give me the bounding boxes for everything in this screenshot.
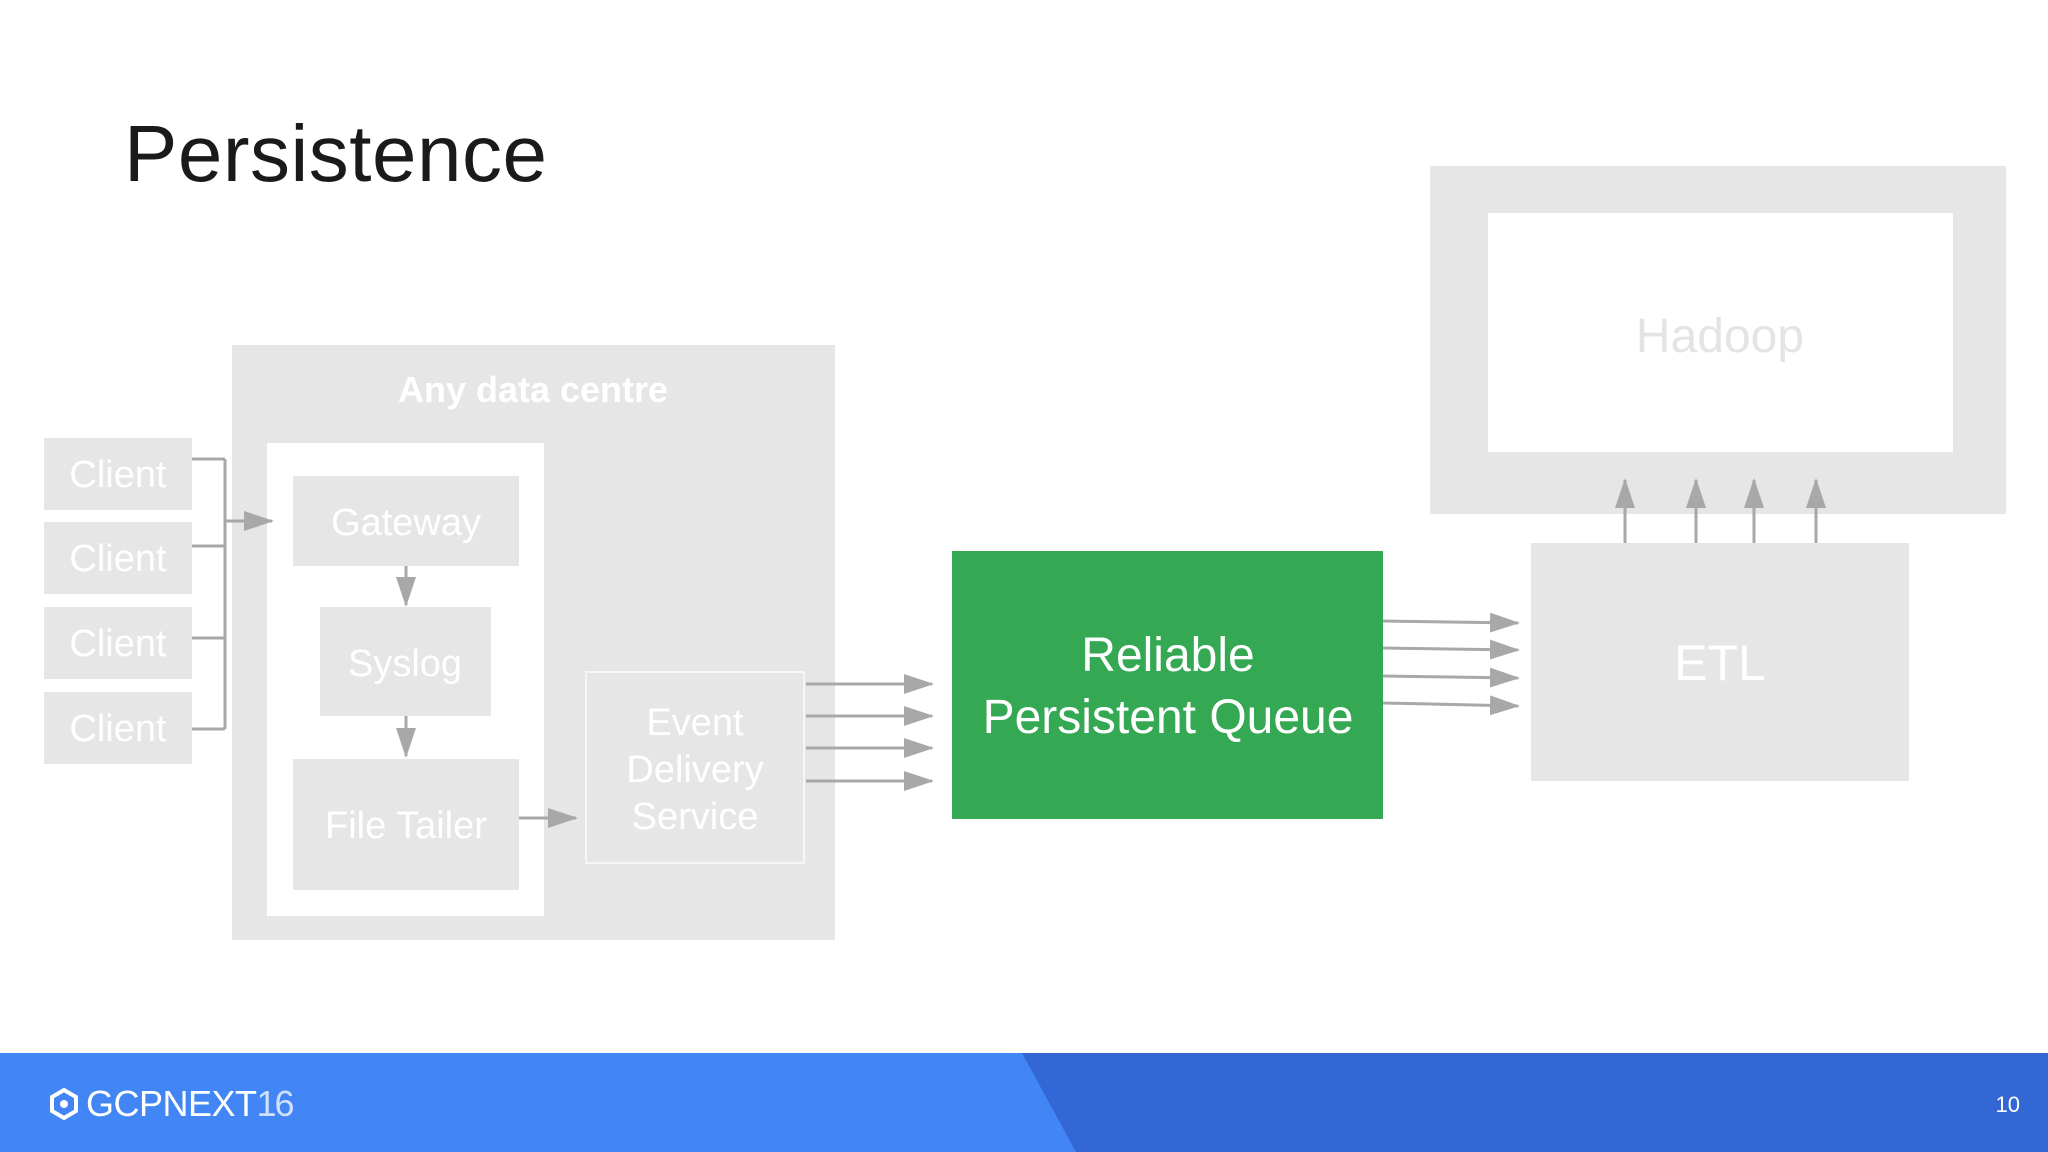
client-label-2: Client <box>69 538 167 580</box>
etl-to-hadoop-arrows <box>1615 478 1826 543</box>
client-box-1 <box>44 438 192 510</box>
footer-bar <box>0 1053 2048 1152</box>
data-centre-label: Any data centre <box>398 369 668 410</box>
queue-label-line-1: Reliable <box>1081 629 1254 682</box>
client-label-3: Client <box>69 623 167 665</box>
client-box-3 <box>44 607 192 679</box>
queue-to-etl-arrows <box>1382 612 1520 716</box>
client-box-2 <box>44 522 192 594</box>
event-delivery-line-2: Delivery <box>626 749 763 791</box>
slide-title: Persistence <box>124 109 548 198</box>
file-tailer-label: File Tailer <box>325 805 487 847</box>
gcp-hexagon-logo-icon <box>50 1088 78 1120</box>
queue-label-line-2: Persistent Queue <box>983 691 1354 744</box>
syslog-label: Syslog <box>348 643 462 685</box>
internal-arrows <box>396 566 578 828</box>
syslog-box <box>320 607 491 716</box>
event-delivery-box <box>585 671 805 864</box>
client-connector <box>192 457 274 731</box>
client-label-1: Client <box>69 454 167 496</box>
hadoop-box <box>1488 213 1953 452</box>
brand-name: GCPNEXT <box>86 1083 257 1124</box>
file-tailer-box <box>293 759 519 890</box>
edl-to-queue-arrows <box>806 674 934 791</box>
hadoop-label: Hadoop <box>1636 310 1804 363</box>
gateway-label: Gateway <box>331 502 481 544</box>
event-delivery-line-1: Event <box>646 702 744 744</box>
reliable-persistent-queue-box <box>952 551 1383 819</box>
brand-year: 16 <box>256 1083 295 1124</box>
client-label-4: Client <box>69 708 167 750</box>
event-delivery-line-3: Service <box>632 796 759 838</box>
gateway-box <box>293 476 519 566</box>
etl-box <box>1531 543 1909 781</box>
client-box-4 <box>44 692 192 764</box>
etl-label: ETL <box>1674 635 1766 691</box>
page-number: 10 <box>1995 1092 2020 1117</box>
